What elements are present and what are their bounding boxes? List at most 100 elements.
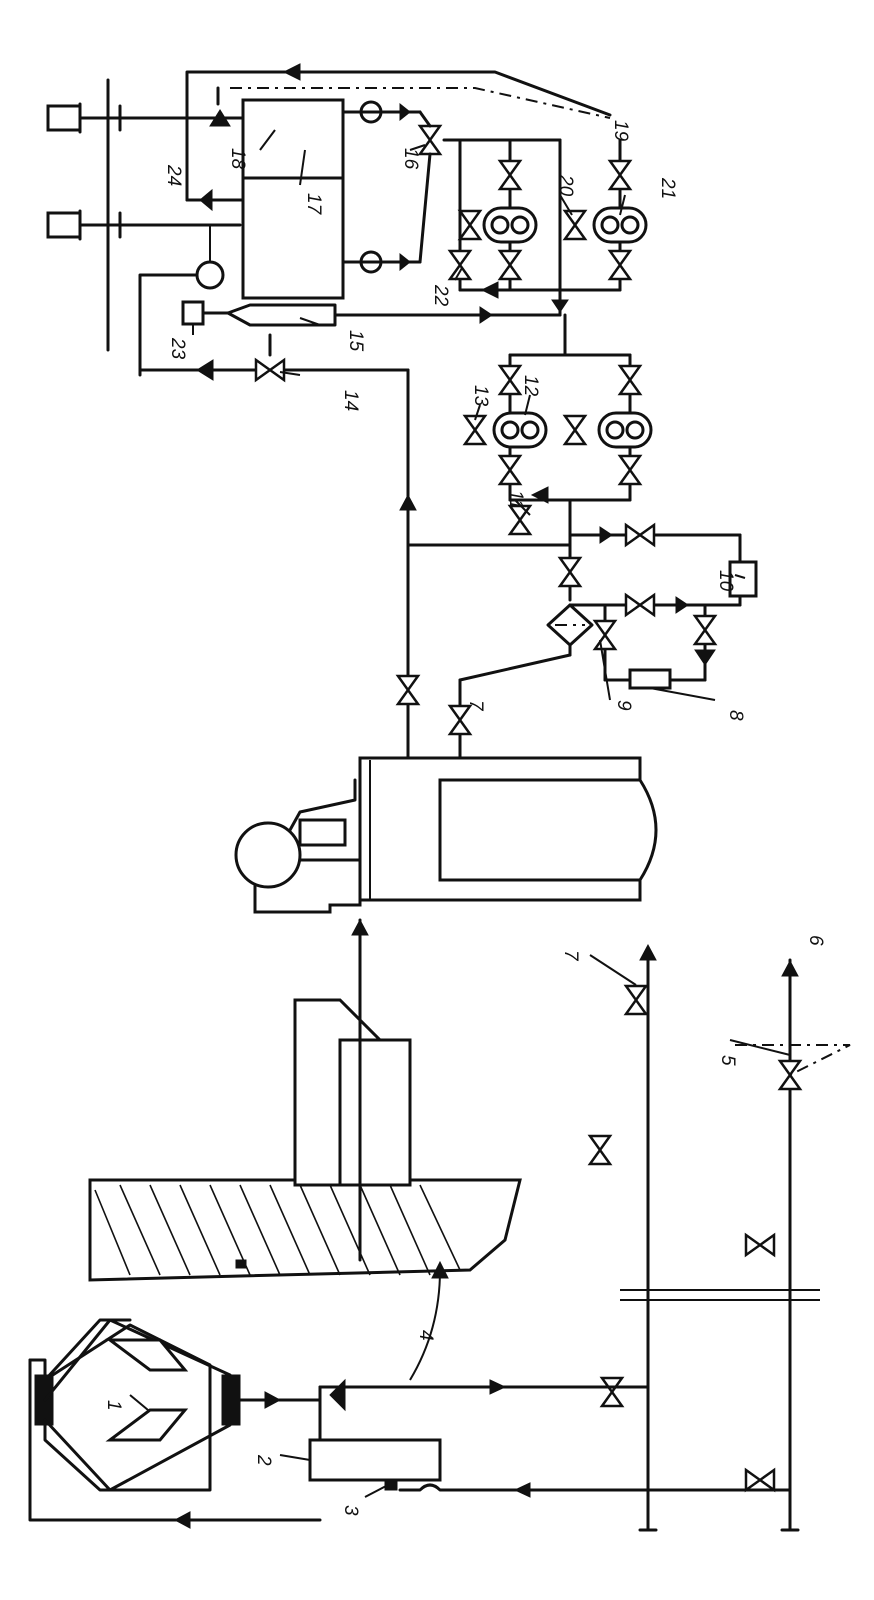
valve[interactable]: [608, 159, 632, 191]
filter-8: [628, 668, 672, 690]
label-1: 1: [103, 1400, 124, 1411]
valve-7[interactable]: [624, 984, 648, 1016]
valve[interactable]: [498, 249, 522, 281]
label-20: 20: [555, 174, 576, 197]
flow-arrow-icon: [329, 1378, 346, 1412]
flow-arrow-icon: [209, 109, 231, 127]
flow-arrow-icon: [196, 359, 214, 381]
label-10: 10: [715, 570, 736, 592]
label-19: 19: [610, 120, 631, 142]
label-4: 4: [415, 1330, 436, 1341]
overflow-line-19: [185, 70, 612, 120]
valve[interactable]: [618, 364, 642, 396]
label-23: 23: [167, 337, 188, 360]
valve[interactable]: [744, 1233, 776, 1257]
engine-wheel: [234, 821, 302, 889]
flow-arrow-icon: [530, 486, 549, 504]
burner-tube: [338, 1038, 412, 1187]
three-way-valve-16[interactable]: [418, 124, 442, 156]
lower-pipework: [318, 943, 851, 1532]
flow-arrow-icon: [282, 63, 301, 81]
regulator-2: [308, 1438, 442, 1482]
label-2: 2: [253, 1454, 274, 1466]
filter-10: [728, 560, 758, 598]
label-6: 6: [805, 935, 826, 946]
valve-22[interactable]: [448, 249, 472, 281]
valve[interactable]: [624, 523, 656, 547]
flow-arrow-icon: [399, 252, 411, 272]
valve[interactable]: [458, 209, 482, 241]
valve[interactable]: [498, 454, 522, 486]
label-17: 17: [303, 193, 324, 216]
valve[interactable]: [588, 1134, 612, 1166]
furnace-hatching: [94, 1184, 461, 1276]
flow-arrow-icon: [551, 299, 569, 313]
valve[interactable]: [624, 593, 656, 617]
valve-11[interactable]: [508, 504, 532, 536]
flow-arrow-icon: [599, 526, 613, 544]
flow-arrow-icon: [489, 1379, 507, 1395]
valve[interactable]: [744, 1468, 776, 1492]
vent-head-top: [46, 104, 82, 132]
service-tank-17: [241, 176, 345, 300]
valve[interactable]: [498, 364, 522, 396]
burner-nozzle-icon: [105, 1338, 189, 1372]
flow-arrow-icon: [781, 959, 799, 977]
flow-arrow-icon: [513, 1482, 531, 1498]
label-9: 9: [613, 700, 634, 711]
valve[interactable]: [608, 249, 632, 281]
reference-labels: 1 2 3 4 5 6 7 7 8 9 10 11 12 13 14 15 16…: [103, 120, 826, 1516]
filter-area: [448, 523, 758, 762]
flow-arrow-icon: [639, 943, 657, 961]
label-14: 14: [340, 390, 361, 411]
three-way-valve-14[interactable]: [254, 358, 286, 382]
flow-arrow-icon: [675, 596, 689, 614]
label-11: 11: [505, 490, 526, 510]
leader-lines: [129, 129, 791, 1498]
label-13: 13: [470, 385, 491, 407]
flow-arrow-icon: [480, 281, 499, 299]
label-3: 3: [340, 1505, 361, 1516]
valve[interactable]: [600, 1376, 624, 1408]
valve-13[interactable]: [463, 414, 487, 446]
burner-frame: [43, 1323, 212, 1492]
valve[interactable]: [563, 209, 587, 241]
engine-turbo: [438, 778, 658, 882]
pump-bank-upper: [448, 138, 648, 317]
flow-arrow-icon: [173, 1511, 191, 1529]
flow-arrow-icon: [399, 493, 417, 511]
valve[interactable]: [618, 454, 642, 486]
label-16: 16: [400, 148, 421, 170]
gear-pump-12: [492, 411, 548, 449]
label-8: 8: [725, 710, 746, 721]
label-7-lower: 7: [560, 950, 581, 962]
furnace-section: [88, 918, 522, 1282]
burner-assembly: [28, 1318, 442, 1529]
flow-arrow-icon: [351, 918, 369, 936]
valve[interactable]: [498, 159, 522, 191]
engine: [234, 756, 658, 914]
valve[interactable]: [563, 414, 587, 446]
valve[interactable]: [693, 614, 717, 646]
valve[interactable]: [396, 674, 420, 706]
filter-9: [546, 603, 594, 647]
pump-bank-middle: [463, 313, 653, 562]
supply-line: [138, 333, 572, 762]
vent-head-bottom: [46, 211, 82, 239]
tank-area: [46, 63, 612, 372]
valve[interactable]: [593, 619, 617, 651]
flow-arrow-icon: [479, 306, 493, 324]
valve[interactable]: [558, 556, 582, 588]
heater-icon-24: [195, 260, 225, 290]
label-21: 21: [657, 177, 678, 199]
label-24: 24: [163, 164, 184, 186]
label-7-upper: 7: [465, 700, 486, 712]
label-18: 18: [227, 148, 248, 170]
burner-nozzle-icon: [105, 1408, 189, 1442]
flow-arrow-icon: [694, 649, 716, 666]
settling-tank-18: [241, 98, 345, 187]
gear-pump: [597, 411, 653, 449]
flow-arrow-icon: [264, 1391, 282, 1409]
regulator-23: [181, 300, 205, 326]
